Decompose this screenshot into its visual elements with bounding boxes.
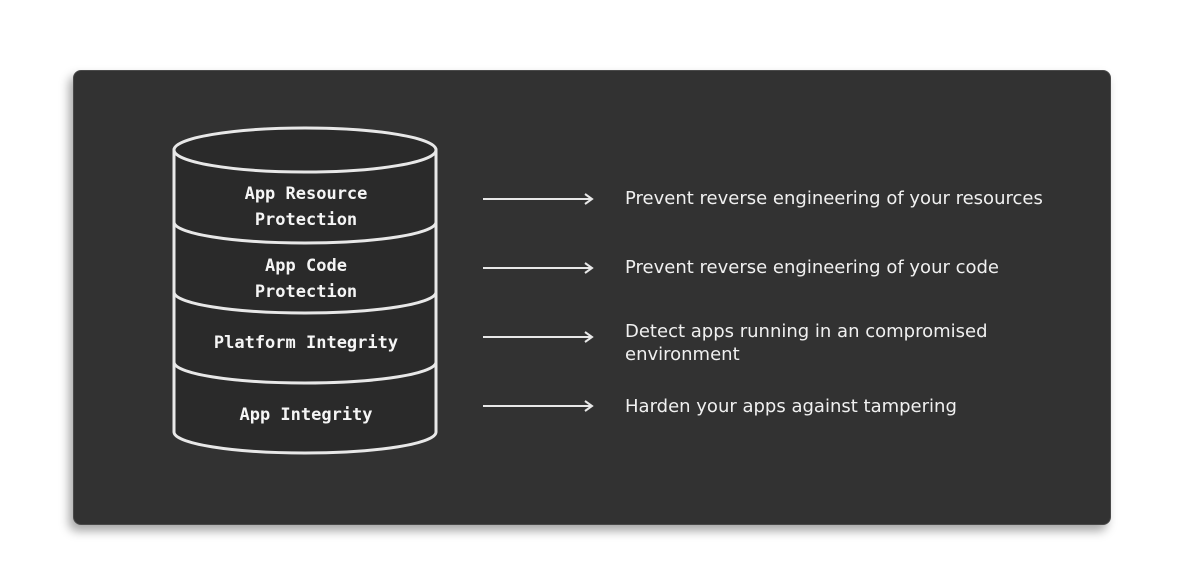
arrow-icon: [483, 262, 594, 274]
description-resources: Prevent reverse engineering of your reso…: [625, 188, 1043, 209]
layer-label-app-integrity: App Integrity: [239, 405, 373, 425]
layer-label-app-resource-protection: App Resource Protection: [244, 184, 368, 230]
arrow-icon: [483, 331, 594, 343]
cylinder-divider-3: [172, 361, 438, 385]
layer-label-platform-integrity: Platform Integrity: [213, 333, 399, 353]
description-code: Prevent reverse engineering of your code: [625, 257, 1000, 278]
description-platform: Detect apps running in an compromised en…: [625, 321, 988, 365]
cylinder-divider-1: [172, 221, 438, 245]
description-tampering: Harden your apps against tampering: [625, 396, 957, 417]
arrow-icon: [483, 193, 594, 205]
cylinder-body: [172, 148, 438, 455]
cylinder-top: [172, 126, 438, 174]
arrow-icon: [483, 400, 594, 412]
cylinder-divider-2: [172, 291, 438, 315]
layer-label-app-code-protection: App Code Protection: [254, 256, 358, 302]
